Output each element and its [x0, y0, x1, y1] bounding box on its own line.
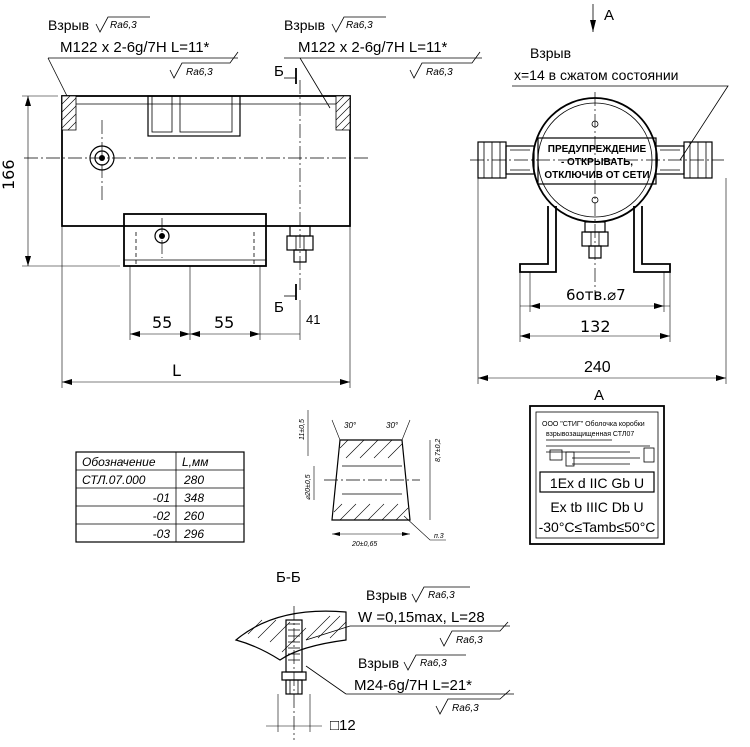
nameplate-marking-1: 1Ex d IIC Gb U	[550, 475, 644, 491]
nameplate-temp: -30°C≤Tamb≤50°C	[539, 519, 656, 535]
section-bb: Б-Б □12 Взрыв Ra6,3 W =0,15max, L=28 Ra6…	[234, 569, 514, 740]
nameplate-view-a: А ООО "СТИГ" Оболочка коробки взрывозащи…	[529, 387, 665, 545]
table-row-2-length: 260	[183, 509, 204, 523]
dim-55-right: 55	[214, 313, 234, 332]
table-row-0-code: СТЛ.07.000	[82, 473, 146, 487]
detail-note: п.3	[434, 533, 444, 540]
square-dim: □12	[330, 717, 356, 734]
section-mark-b-top: Б	[274, 63, 284, 80]
bb-ra-4: Ra6,3	[452, 703, 479, 714]
plate-warning-line3: ОТКЛЮЧИВ ОТ СЕТИ	[544, 170, 649, 181]
table-row-1-code: -01	[153, 491, 170, 505]
bb-ra-2: Ra6,3	[456, 635, 483, 646]
front-view: Б Б 166 55 55 41 L	[0, 63, 370, 388]
table-row-0-length: 280	[183, 473, 204, 487]
nameplate-line1: ООО "СТИГ" Оболочка коробки	[542, 420, 645, 428]
ra-label-mid-2: Ra6,3	[426, 67, 453, 78]
plate-warning-line1: ПРЕДУПРЕЖДЕНИЕ	[548, 144, 647, 155]
dim-height-166: 166	[0, 159, 18, 190]
dim-41: 41	[306, 312, 320, 327]
side-explosion-note: х=14 в сжатом состоянии	[514, 67, 678, 83]
section-mark-b-bottom: Б	[274, 299, 284, 316]
detail-dim-left: ⌀20±0,5	[305, 474, 312, 500]
ra-label-mid: Ra6,3	[346, 20, 373, 31]
table-row-3-length: 296	[183, 527, 204, 541]
side-explosion-label: Взрыв	[530, 45, 571, 61]
bb-ra-3: Ra6,3	[420, 658, 447, 669]
callout-thread-left: Взрыв Ra6,3 М122 х 2-6g/7Н L=11* Ra6,3	[47, 16, 239, 111]
detail-dim-bottom: 20±0,65	[351, 541, 377, 548]
bb-weld-label-2: Взрыв	[358, 655, 399, 671]
detail-dim-right: 8,7±0,2	[435, 439, 442, 462]
plate-warning-line2: - ОТКРЫВАТЬ,	[561, 157, 633, 168]
dim-132: 132	[580, 317, 611, 336]
detail-angle-left: 30°	[344, 421, 357, 430]
section-bb-title: Б-Б	[276, 569, 301, 586]
variants-table: Обозначение L,мм СТЛ.07.000 280 -01 348 …	[75, 451, 245, 543]
side-view: А Взрыв х=14 в сжатом состоянии ПРЕДУПРЕ…	[470, 4, 729, 384]
table-header-length: L,мм	[182, 455, 208, 469]
table-header-designation: Обозначение	[82, 455, 156, 469]
weld-label-left: Взрыв	[48, 17, 89, 33]
bb-gap-note: W =0,15max, L=28	[358, 609, 485, 626]
nameplate-line2: взрывозащищенная СТЛ07	[546, 431, 634, 438]
table-row-1-length: 348	[184, 491, 204, 505]
view-a-arrow-label: А	[604, 7, 614, 24]
table-row-2-code: -02	[153, 509, 171, 523]
dim-length-l: L	[172, 361, 181, 380]
table-row-3-code: -03	[153, 527, 171, 541]
view-a-title: А	[594, 387, 604, 404]
bushing-detail: 30° 30° 11±0,5 8,7±0,2 ⌀20±0,5 20±0,65 п…	[299, 410, 446, 548]
weld-label-mid: Взрыв	[284, 17, 325, 33]
ra-label-left: Ra6,3	[110, 20, 137, 31]
bb-thread-spec: М24-6g/7Н L=21*	[354, 677, 472, 694]
callout-thread-mid: Взрыв Ra6,3 М122 х 2-6g/7Н L=11* Ra6,3	[284, 16, 482, 109]
thread-spec-left: М122 х 2-6g/7Н L=11*	[60, 39, 210, 56]
dim-holes: 6отв.⌀7	[566, 286, 626, 304]
ra-label-left-2: Ra6,3	[186, 67, 213, 78]
dim-55-left: 55	[152, 313, 172, 332]
detail-dim-top: 11±0,5	[299, 419, 306, 440]
bb-weld-label-1: Взрыв	[366, 587, 407, 603]
nameplate-marking-2: Ex tb IIIC Db U	[550, 499, 643, 515]
dim-240: 240	[584, 359, 611, 376]
detail-angle-right: 30°	[386, 421, 399, 430]
bb-ra-1: Ra6,3	[428, 590, 455, 601]
thread-spec-mid: М122 х 2-6g/7Н L=11*	[298, 39, 448, 56]
